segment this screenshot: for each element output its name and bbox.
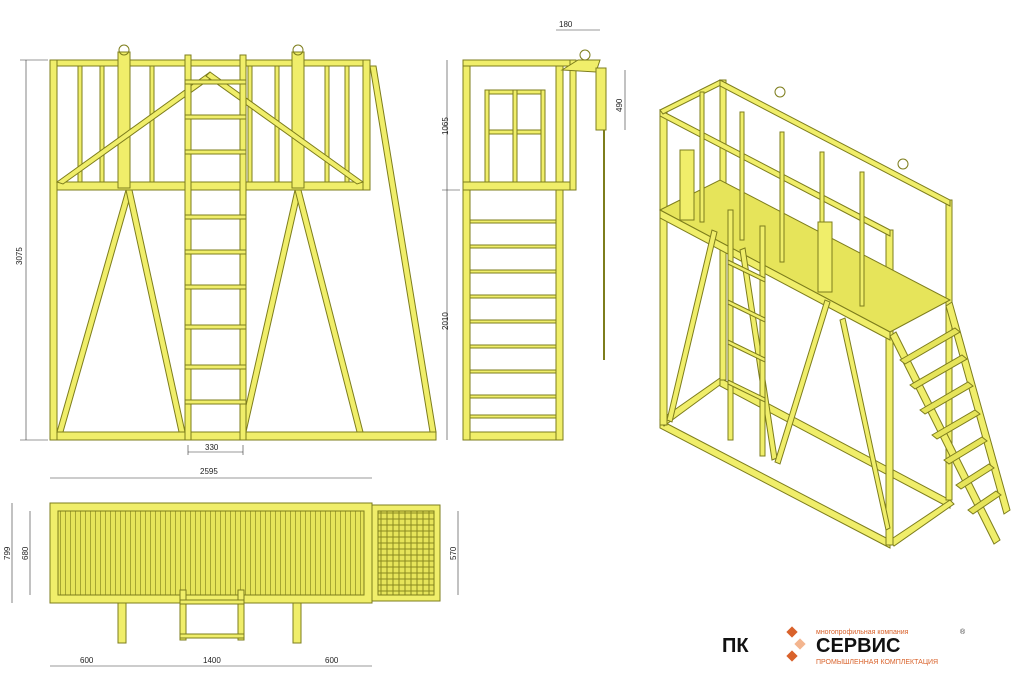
dim-plan-left-offset: 600	[80, 656, 94, 665]
logo-tagline-bottom: ПРОМЫШЛЕННАЯ КОМПЛЕКТАЦИЯ	[816, 659, 938, 666]
front-ladder-rungs	[184, 79, 247, 405]
logo-registered-mark: ®	[960, 628, 966, 636]
dim-side-top: 180	[559, 20, 573, 29]
side-steps	[469, 219, 557, 419]
logo-tagline-top: многопрофильная компания	[816, 629, 909, 636]
dim-plan-ladder-span: 1400	[203, 656, 221, 665]
dim-front-height: 3075	[15, 247, 24, 265]
logo-brand-left: ПК	[722, 635, 749, 657]
dim-plan-total-length: 2595	[200, 467, 218, 476]
front-view	[49, 44, 437, 441]
side-dimension-lines	[442, 29, 626, 440]
dim-plan-step-width: 570	[449, 546, 458, 560]
logo-brand-right: СЕРВИС	[816, 635, 900, 657]
side-view	[462, 49, 607, 441]
dim-plan-depth-outer: 799	[3, 546, 12, 560]
company-logo: ПК СЕРВИС многопрофильная компания ПРОМЫ…	[722, 626, 966, 666]
dim-side-upper-height: 1065	[441, 117, 450, 135]
plan-dimension-lines	[11, 477, 459, 667]
dim-plan-depth-inner: 680	[21, 546, 30, 560]
dim-side-hook-drop: 490	[615, 98, 624, 112]
isometric-stair-treads	[899, 327, 1002, 515]
isometric-ladder-rungs	[727, 259, 766, 403]
dim-plan-right-offset: 600	[325, 656, 339, 665]
dim-front-ladder-width: 330	[205, 443, 219, 452]
front-dimension-lines	[20, 59, 244, 455]
dim-side-lower-height: 2010	[441, 312, 450, 330]
plan-view	[49, 502, 441, 644]
isometric-view	[658, 79, 1011, 549]
